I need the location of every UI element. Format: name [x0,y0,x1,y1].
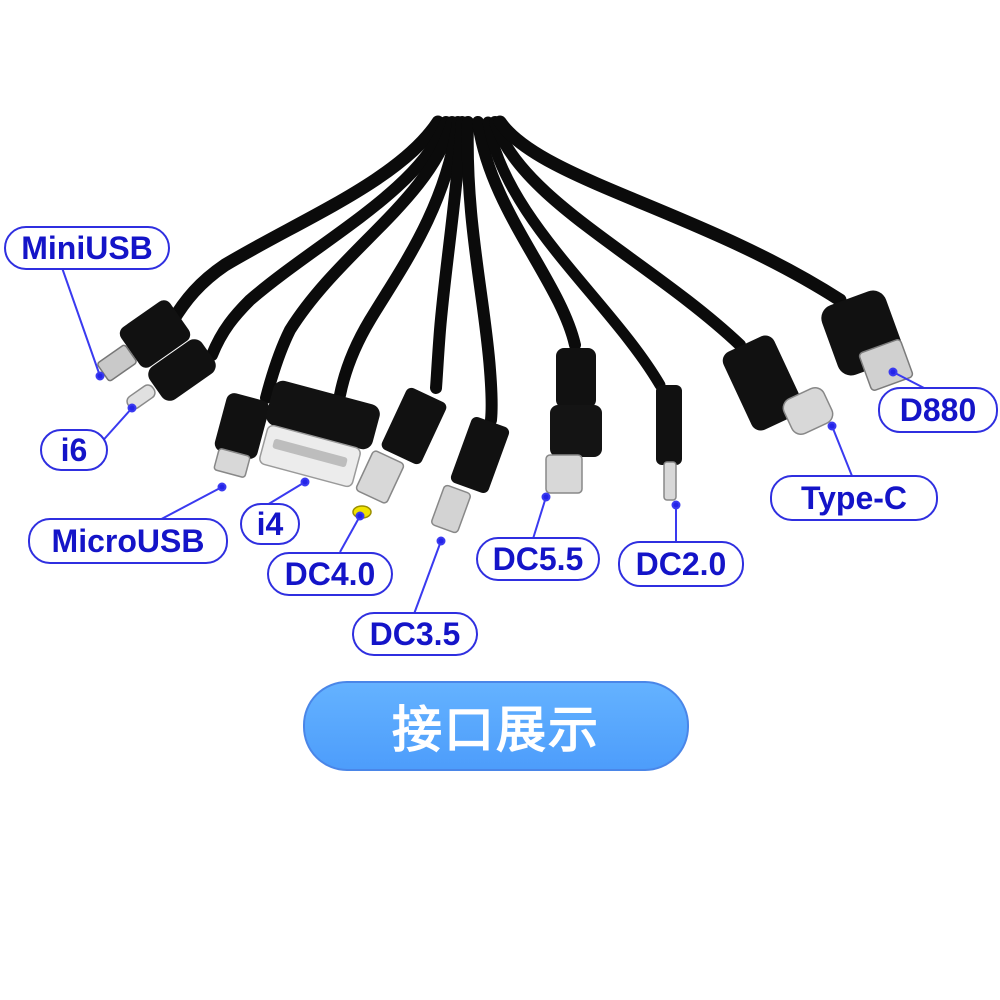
pointer-dc35 [413,540,442,615]
pointer-dot-typec [827,421,837,431]
label-typec: Type-C [770,475,938,521]
label-microusb: MicroUSB [28,518,228,564]
label-i4: i4 [240,503,300,545]
pointer-typec [831,425,853,477]
pointer-microusb [151,486,223,525]
pointer-d880 [892,371,927,390]
pointer-dot-dc55 [541,492,551,502]
pointer-dot-dc35 [436,536,446,546]
pointer-dot-dc20 [671,500,681,510]
miniusb-connector [97,300,191,382]
cables [165,115,847,426]
label-dc20: DC2.0 [618,541,744,587]
interface-showcase-banner: 接口展示 [303,681,689,771]
pointer-dot-d880 [888,367,898,377]
label-d880: D880 [878,387,998,433]
cable-typec [489,116,746,351]
dc35-connector [431,416,510,534]
cable-i4 [334,116,464,401]
cable-miniusb [165,115,445,329]
pointer-dot-miniusb [95,371,105,381]
pointer-dc55 [531,496,547,543]
pointer-miniusb [59,261,101,377]
pointer-dot-microusb [217,482,227,492]
label-dc40: DC4.0 [267,552,393,596]
pointer-dot-i4 [300,477,310,487]
dc20-connector [656,385,682,501]
label-dc35: DC3.5 [352,612,478,656]
cable-dc55 [472,116,581,351]
pointer-dot-i6 [127,403,137,413]
cable-d880 [493,115,847,307]
label-i6: i6 [40,429,108,471]
i4-connector [259,380,380,488]
microusb-connector [213,393,270,478]
cable-microusb [260,116,458,404]
cable-dc20 [482,116,666,391]
typec-connector [722,335,834,435]
pointer-dc40 [339,515,361,553]
label-dc55: DC5.5 [476,537,600,581]
cable-dc35 [461,116,498,426]
cable-i6 [206,116,452,361]
d880-connector [821,290,914,391]
cable-dc40 [430,116,468,394]
label-miniusb: MiniUSB [4,226,170,270]
dc55-connector [545,348,602,494]
pointer-dot-dc40 [355,511,365,521]
connectors [97,290,914,534]
